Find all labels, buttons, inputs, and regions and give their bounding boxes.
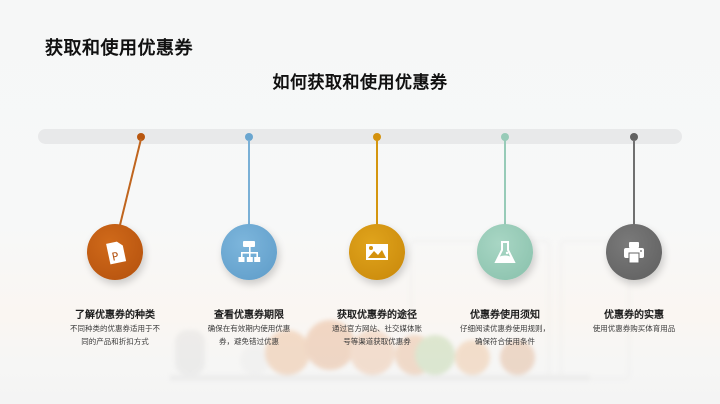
step-title: 优惠券的实惠 xyxy=(604,310,664,321)
timeline-connector xyxy=(248,140,250,226)
step-3-icon-circle xyxy=(349,224,405,280)
step-4-icon-circle xyxy=(477,224,533,280)
timeline-dot xyxy=(137,133,145,141)
sitemap-icon xyxy=(238,241,261,262)
slide-title: 获取和使用优惠券 xyxy=(45,38,193,59)
timeline-dot xyxy=(630,133,638,141)
printer-icon xyxy=(624,242,644,264)
timeline-bar xyxy=(38,129,682,144)
timeline-connector xyxy=(119,138,142,226)
step-title: 查看优惠券期限 xyxy=(214,310,284,321)
timeline-dot xyxy=(501,133,509,141)
step-description: 确保在有效期内使用优惠券，避免错过优惠 xyxy=(207,324,291,346)
image-icon xyxy=(366,244,388,260)
svg-text:P: P xyxy=(111,250,121,264)
document-p-icon: P xyxy=(106,241,127,265)
timeline-connector xyxy=(633,140,635,226)
step-title: 优惠券使用须知 xyxy=(470,310,540,321)
timeline-connector xyxy=(376,140,378,226)
step-2-icon-circle xyxy=(221,224,277,280)
step-title: 了解优惠券的种类 xyxy=(75,310,155,321)
step-description: 仔细阅读优惠券使用规则，确保符合使用条件 xyxy=(460,324,550,346)
timeline-connector xyxy=(504,140,506,226)
flask-icon xyxy=(494,241,516,263)
step-description: 不同种类的优惠券适用于不同的产品和折扣方式 xyxy=(70,324,160,346)
step-5-icon-circle xyxy=(606,224,662,280)
timeline-dot xyxy=(373,133,381,141)
main-heading: 如何获取和使用优惠券 xyxy=(272,73,448,93)
step-description: 通过官方网站、社交媒体账号等渠道获取优惠券 xyxy=(332,324,422,346)
step-1-icon-circle: P xyxy=(87,224,143,280)
step-title: 获取优惠券的途径 xyxy=(337,310,417,321)
step-description: 使用优惠券购买体育用品 xyxy=(592,324,676,333)
timeline-dot xyxy=(245,133,253,141)
